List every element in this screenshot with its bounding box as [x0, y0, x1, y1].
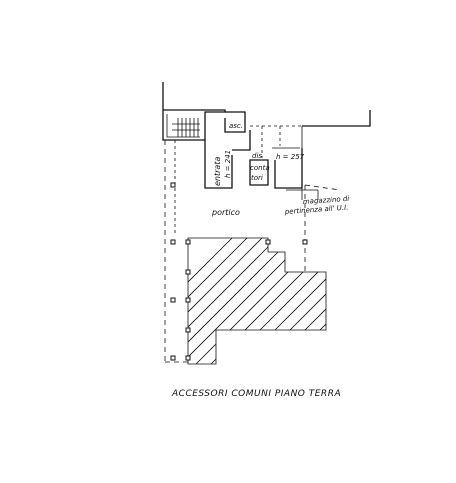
drawing-title: ACCESSORI COMUNI PIANO TERRA: [171, 389, 341, 399]
label-portico: portico: [211, 208, 240, 217]
callout-line2: pertinenza all' U.I.: [284, 204, 349, 216]
hatched-building-area: [187, 237, 327, 365]
label-asc: asc.: [229, 122, 243, 130]
hatch-pattern: [188, 238, 326, 364]
portico-outline: [164, 140, 341, 363]
callout-line1: magazzino di: [303, 195, 350, 206]
label-magazzino-height: h = 257: [276, 153, 305, 161]
label-dis: dis: [252, 152, 262, 160]
label-contatori-line1: conta: [250, 164, 270, 172]
pillars: [170, 182, 308, 361]
label-contatori-line2: tori: [251, 174, 263, 182]
label-entrata: entrata: [213, 157, 222, 186]
label-entrata-height: h = 241: [224, 150, 232, 178]
building-walls: [162, 82, 371, 200]
